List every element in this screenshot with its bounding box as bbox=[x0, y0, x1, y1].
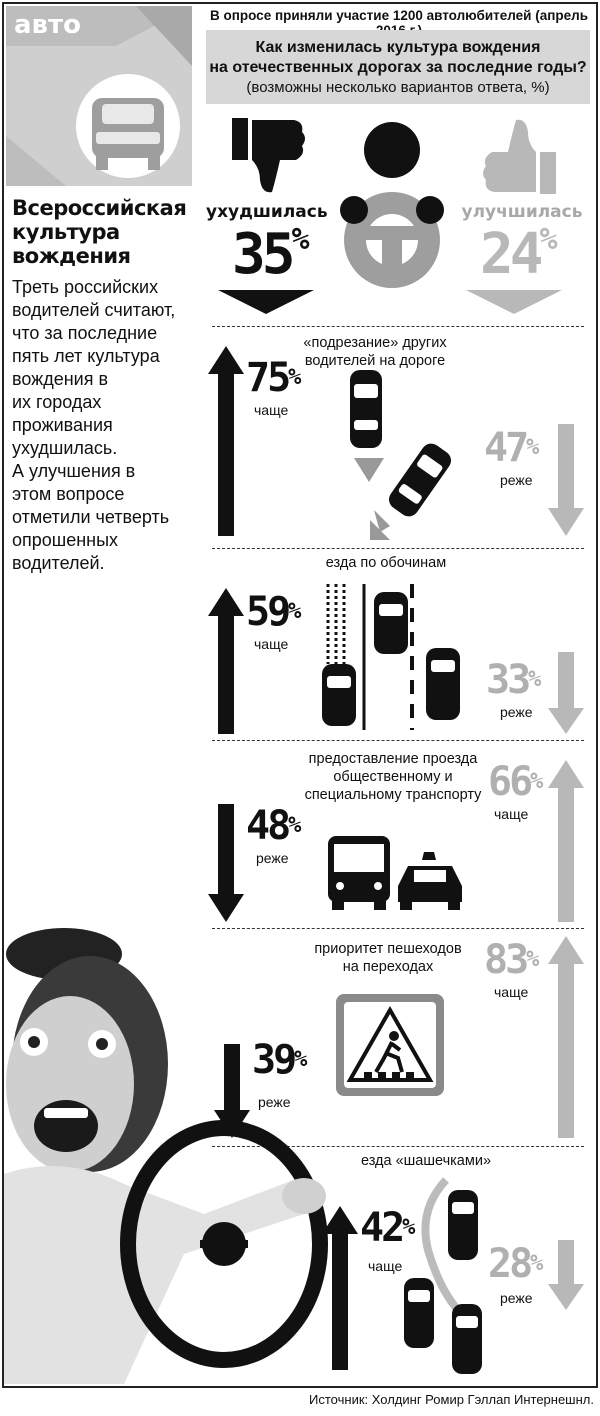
road-shoulder-icon bbox=[322, 584, 460, 730]
caption-line: общественному и bbox=[333, 769, 453, 785]
police-car-icon bbox=[398, 852, 462, 910]
sidebar-line: водителей. bbox=[12, 553, 105, 573]
sidebar-line: А улучшения в bbox=[12, 461, 136, 481]
down-arrow-icon bbox=[548, 652, 584, 734]
divider bbox=[212, 1146, 584, 1147]
woman-driver-illustration bbox=[4, 928, 328, 1384]
source-note: Источник: Холдинг Ромир Гэллап Интернешн… bbox=[309, 1392, 594, 1407]
caption-line: предоставление проезда bbox=[308, 751, 478, 767]
sidebar-title: Всероссийская культура вождения bbox=[12, 196, 192, 268]
item-right-label: чаще bbox=[494, 806, 529, 822]
sidebar-line: водителей считают, bbox=[12, 300, 176, 320]
item-right-value: 66% bbox=[488, 759, 543, 805]
divider bbox=[212, 326, 584, 327]
infographic-frame bbox=[2, 2, 598, 1388]
worse-value: 35% bbox=[232, 222, 310, 287]
caption-line: на переходах bbox=[342, 959, 434, 975]
sidebar-line: проживания bbox=[12, 415, 113, 435]
section-badge: авто bbox=[6, 6, 192, 186]
sidebar-line: что за последние bbox=[12, 323, 158, 343]
down-arrow-icon bbox=[548, 1240, 584, 1310]
caption-line: «подрезание» других bbox=[303, 335, 447, 351]
caption-line: езда по обочинам bbox=[325, 555, 447, 571]
up-arrow-icon bbox=[208, 588, 244, 734]
sidebar-line: их городах bbox=[12, 392, 102, 412]
item-left-value: 48% bbox=[246, 803, 301, 849]
car-badge-icon bbox=[6, 6, 192, 186]
worse-label: ухудшилась bbox=[206, 202, 328, 222]
item-left-value: 42% bbox=[360, 1205, 415, 1251]
item-left-label: реже bbox=[256, 850, 289, 866]
down-arrow-icon bbox=[466, 290, 562, 314]
divider bbox=[212, 928, 584, 929]
divider bbox=[212, 548, 584, 549]
down-arrow-icon bbox=[208, 804, 244, 922]
thumbs-up-icon bbox=[483, 119, 556, 194]
down-arrow-icon bbox=[218, 290, 314, 314]
sidebar-title-line: Всероссийская bbox=[12, 196, 187, 220]
item-right-value: 47% bbox=[484, 425, 539, 471]
item-left-value: 59% bbox=[246, 589, 301, 635]
item-right-value: 83% bbox=[484, 937, 539, 983]
divider bbox=[212, 740, 584, 741]
item-right-label: реже bbox=[500, 472, 533, 488]
item-left-value: 39% bbox=[252, 1037, 307, 1083]
up-arrow-icon bbox=[322, 1206, 358, 1370]
item-left-label: реже bbox=[258, 1094, 291, 1110]
pedestrian-crossing-sign-icon bbox=[336, 994, 444, 1096]
arrow-icon bbox=[354, 458, 384, 482]
better-label: улучшилась bbox=[461, 202, 583, 222]
item-right-label: чаще bbox=[494, 984, 529, 1000]
car-icon bbox=[389, 443, 451, 517]
driver-icon bbox=[340, 122, 444, 288]
caption-line: приоритет пешеходов bbox=[314, 941, 462, 957]
item-left-label: чаще bbox=[254, 636, 289, 652]
item-caption: езда «шашечками» bbox=[356, 1152, 496, 1170]
sidebar-line: опрошенных bbox=[12, 530, 119, 550]
up-arrow-icon bbox=[208, 346, 244, 536]
bus-icon bbox=[328, 836, 390, 910]
sidebar-line: этом вопросе bbox=[12, 484, 125, 504]
sidebar-line: вождения в bbox=[12, 369, 109, 389]
sidebar-title-line: вождения bbox=[12, 244, 131, 268]
sidebar-title-line: культура bbox=[12, 220, 120, 244]
caption-line: водителей на дороге bbox=[304, 353, 446, 369]
caption-line: езда «шашечками» bbox=[360, 1153, 492, 1169]
lane-weaving-icon bbox=[404, 1177, 482, 1374]
better-value: 24% bbox=[480, 222, 558, 287]
item-left-label: чаще bbox=[254, 402, 289, 418]
sidebar-line: Треть российских bbox=[12, 277, 159, 297]
sidebar-line: пять лет культура bbox=[12, 346, 160, 366]
question-note: (возможны несколько вариантов ответа, %) bbox=[246, 79, 550, 96]
caption-line: специальному транспорту bbox=[304, 787, 482, 803]
down-arrow-icon bbox=[548, 424, 584, 536]
sidebar-line: отметили четверть bbox=[12, 507, 170, 527]
item-right-value: 28% bbox=[488, 1241, 543, 1287]
up-arrow-icon bbox=[548, 760, 584, 922]
item-caption: приоритет пешеходов на переходах bbox=[310, 940, 466, 976]
question-line-2: на отечественных дорогах за последние го… bbox=[209, 59, 587, 76]
item-right-value: 33% bbox=[486, 657, 541, 703]
sidebar-line: ухудшилась. bbox=[12, 438, 118, 458]
thumbs-down-icon bbox=[232, 118, 305, 193]
item-caption: «подрезание» других водителей на дороге bbox=[300, 334, 450, 370]
down-arrow-icon bbox=[214, 1044, 250, 1138]
item-left-label: чаще bbox=[368, 1258, 403, 1274]
section-badge-label: авто bbox=[14, 10, 81, 40]
item-caption: езда по обочинам bbox=[316, 554, 456, 572]
sidebar-body: Треть российских водителей считают, что … bbox=[12, 276, 200, 575]
item-right-label: реже bbox=[500, 1290, 533, 1306]
question-line-1: Как изменилась культура вождения bbox=[255, 39, 541, 56]
up-arrow-icon bbox=[548, 936, 584, 1138]
item-right-label: реже bbox=[500, 704, 533, 720]
arrow-icon bbox=[370, 510, 390, 540]
item-left-value: 75% bbox=[246, 355, 301, 401]
item-caption: предоставление проезда общественному и с… bbox=[298, 750, 488, 804]
car-icon bbox=[350, 370, 382, 448]
question-box: Как изменилась культура вождения на отеч… bbox=[206, 30, 590, 104]
